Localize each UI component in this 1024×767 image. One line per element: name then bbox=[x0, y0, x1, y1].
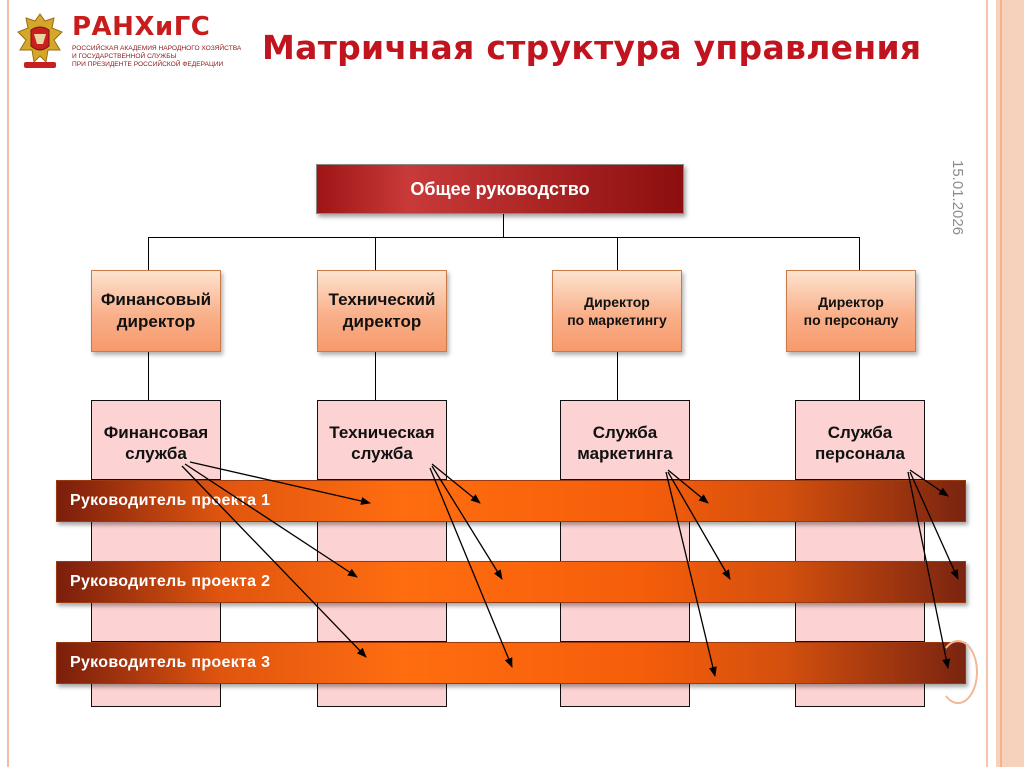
service-segment bbox=[91, 683, 221, 707]
project-manager-bar-3: Руководитель проекта 3 bbox=[56, 642, 966, 684]
director-line-1: Директор bbox=[818, 294, 884, 310]
director-line-2: директор bbox=[342, 312, 422, 331]
decorative-arc bbox=[938, 640, 978, 704]
logo-subtitle-line-2: И ГОСУДАРСТВЕННОЙ СЛУЖБЫ bbox=[72, 53, 177, 60]
service-box-finance bbox=[91, 400, 221, 480]
right-decorative-stripes bbox=[982, 0, 1024, 767]
service-segment bbox=[560, 602, 690, 642]
director-box-technical: Технический директор bbox=[317, 270, 447, 352]
slide-date: 15.01.2026 bbox=[949, 160, 966, 236]
service-line-1: Финансовая bbox=[103, 423, 209, 442]
project-manager-label: Руководитель проекта 3 bbox=[70, 654, 271, 671]
service-label-personnel: Служба персонала bbox=[795, 400, 925, 480]
service-label-technical: Техническая служба bbox=[317, 400, 447, 480]
logo-subtitle-line-1: РОССИЙСКАЯ АКАДЕМИЯ НАРОДНОГО ХОЗЯЙСТВА bbox=[72, 45, 242, 52]
emblem-icon bbox=[17, 13, 63, 68]
director-box-personnel: Директор по персоналу bbox=[786, 270, 916, 352]
project-manager-label: Руководитель проекта 1 bbox=[70, 492, 271, 509]
service-segment bbox=[317, 602, 447, 642]
service-segment bbox=[317, 521, 447, 562]
connector-top-vertical bbox=[503, 214, 504, 238]
service-segment bbox=[317, 683, 447, 707]
service-segment bbox=[795, 521, 925, 562]
service-line-1: Служба bbox=[827, 423, 893, 442]
connector-director-1 bbox=[148, 237, 149, 270]
connector-director-2 bbox=[375, 237, 376, 270]
service-segment bbox=[91, 521, 221, 562]
service-line-2: маркетинга bbox=[577, 444, 673, 463]
service-segment bbox=[795, 683, 925, 707]
service-line-2: служба bbox=[125, 444, 187, 463]
director-line-1: Директор bbox=[584, 294, 650, 310]
service-box-marketing bbox=[560, 400, 690, 480]
project-manager-bar-2: Руководитель проекта 2 bbox=[56, 561, 966, 603]
director-line-2: по персоналу bbox=[803, 312, 899, 328]
connector-service-3 bbox=[617, 352, 618, 400]
director-line-1: Финансовый bbox=[100, 290, 212, 309]
service-box-personnel bbox=[795, 400, 925, 480]
connector-director-4 bbox=[859, 237, 860, 270]
service-line-1: Техническая bbox=[329, 423, 435, 442]
director-box-finance: Финансовый директор bbox=[91, 270, 221, 352]
director-box-marketing: Директор по маркетингу bbox=[552, 270, 682, 352]
project-manager-label: Руководитель проекта 2 bbox=[70, 573, 271, 590]
service-label-finance: Финансовая служба bbox=[91, 400, 221, 480]
service-segment bbox=[560, 521, 690, 562]
service-label-marketing: Служба маркетинга bbox=[560, 400, 690, 480]
service-line-1: Служба bbox=[592, 423, 658, 442]
connector-service-1 bbox=[148, 352, 149, 400]
project-manager-bar-1: Руководитель проекта 1 bbox=[56, 480, 966, 522]
logo-name: РАНХиГС bbox=[72, 12, 211, 42]
director-line-2: по маркетингу bbox=[567, 312, 667, 328]
left-border-line bbox=[7, 0, 9, 767]
logo-subtitle-line-3: ПРИ ПРЕЗИДЕНТЕ РОССИЙСКОЙ ФЕДЕРАЦИИ bbox=[72, 61, 224, 68]
connector-horizontal bbox=[148, 237, 860, 238]
connector-service-4 bbox=[859, 352, 860, 400]
service-segment bbox=[91, 602, 221, 642]
connector-director-3 bbox=[617, 237, 618, 270]
director-line-1: Технический bbox=[328, 290, 436, 309]
service-segment bbox=[560, 683, 690, 707]
director-line-2: директор bbox=[116, 312, 196, 331]
connector-service-2 bbox=[375, 352, 376, 400]
service-line-2: служба bbox=[351, 444, 413, 463]
service-line-2: персонала bbox=[815, 444, 905, 463]
service-segment bbox=[795, 602, 925, 642]
page-title: Матричная структура управления bbox=[262, 28, 922, 67]
general-management-box: Общее руководство bbox=[316, 164, 684, 214]
